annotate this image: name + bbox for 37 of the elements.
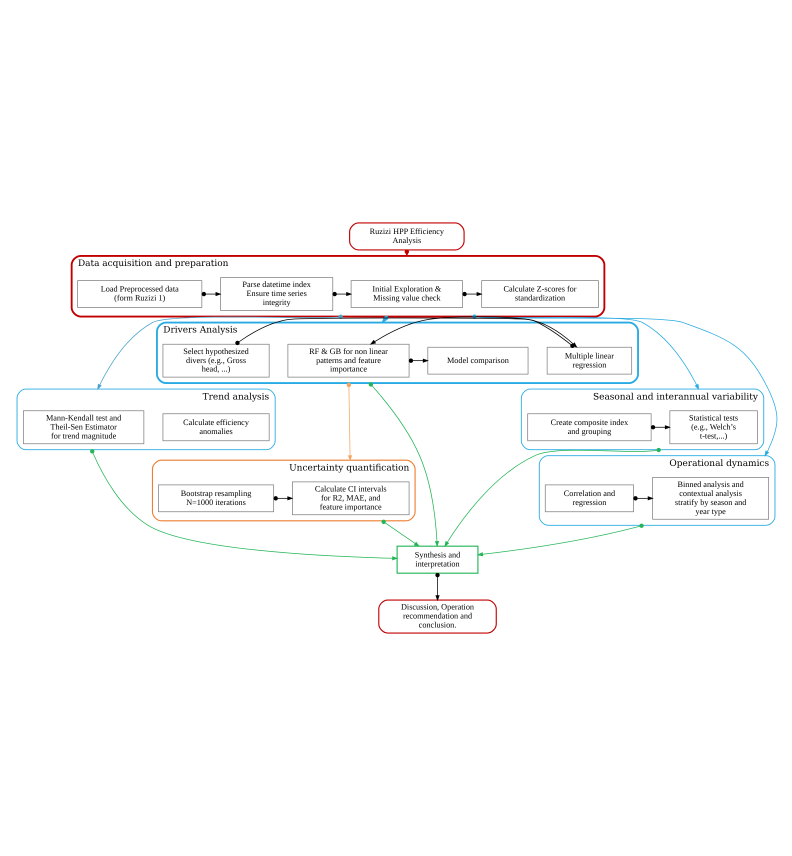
arrow: [476, 524, 644, 556]
arrow: [472, 314, 700, 390]
arrow: [274, 496, 294, 500]
node-box: Calculate efficiency anomalies: [162, 413, 270, 442]
node-box: Initial Exploration & Missing value check: [350, 280, 463, 308]
node-box: Binned analysis and contextual analysis stratify by season and year type: [652, 477, 769, 520]
node-box: Bootstrap resampling N=1000 iterations: [158, 484, 274, 512]
node-box: Parse datetime index Ensure time series integrity: [220, 277, 334, 311]
node-box: RF & GB for non linear patterns and feature importance: [288, 344, 410, 378]
node-box: Create composite index and grouping: [527, 413, 652, 442]
arrow: [346, 382, 352, 462]
node-box: Multiple linear regression: [546, 346, 632, 374]
arrow: [97, 314, 343, 390]
node-box: Discussion, Operation recommendation and conclusion.: [378, 600, 497, 634]
node-box: Ruzizi HPP Efficiency Analysis: [349, 222, 465, 250]
node-box: Model comparison: [427, 346, 528, 374]
arrow: [462, 292, 483, 296]
arrow: [435, 572, 440, 602]
node-box: Mann-Kendall test and Theil-Sen Estimator for trend magnitude: [23, 410, 144, 444]
arrow: [202, 292, 222, 296]
arrow: [381, 316, 388, 324]
node-box: Correlation and regression: [544, 484, 634, 512]
node-box: Load Preprocessed data (form Ruzizi 1): [77, 280, 202, 308]
arrow: [368, 382, 440, 548]
node-box: Statistical tests (e.g., Welch’s t-test,...): [669, 410, 758, 444]
arrow: [650, 425, 671, 430]
arrow: [90, 449, 398, 560]
arrow: [472, 314, 778, 457]
node-box: Calculate CI intervals for R2, MAE, and feature importance: [292, 482, 410, 516]
arrow: [382, 520, 420, 547]
arrow: [444, 448, 661, 548]
arrow: [408, 358, 429, 363]
node-box: Synthesis and interpretation: [396, 546, 478, 574]
node-box: Select hypothesized divers (e.g., Gross head, ...): [162, 344, 270, 378]
arrow: [332, 292, 352, 296]
node-box: Calculate Z-scores for standardization: [481, 280, 599, 308]
arrow: [633, 496, 654, 500]
